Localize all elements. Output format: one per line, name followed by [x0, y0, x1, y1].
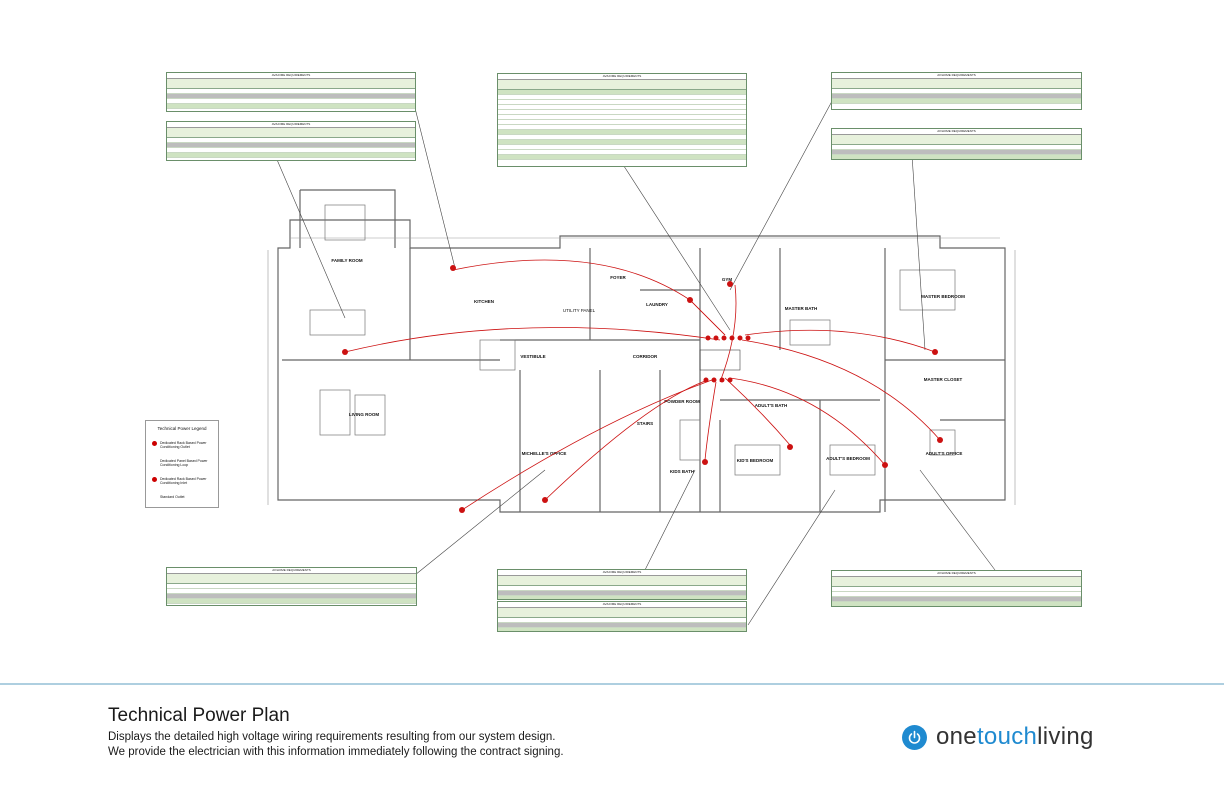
room-kids-bedroom: KID'S BEDROOM: [737, 458, 774, 463]
room-vestibule: VESTIBULE: [520, 354, 545, 359]
table-header: AV/HOME REQUIREMENTS: [832, 73, 1081, 79]
legend-item-rack-outlet: Dedicated Rack Based Power Conditioning …: [152, 441, 212, 449]
legend-title: Technical Power Legend: [157, 426, 207, 431]
room-corridor: CORRIDOR: [633, 354, 658, 359]
room-master-bath: MASTER BATH: [785, 306, 817, 311]
equipment-rack: [699, 349, 741, 371]
table-header: AV/HOME REQUIREMENTS: [498, 74, 746, 80]
room-family-room: FAMILY ROOM: [331, 258, 363, 263]
table-header: AV/HOME REQUIREMENTS: [167, 122, 415, 128]
power-icon: [902, 725, 927, 750]
room-adults-bath: ADULT'S BATH: [755, 403, 787, 408]
floor-plan: FAMILY ROOM KITCHEN FOYER LAUNDRY UTILIT…: [267, 89, 1016, 626]
requirements-table-adults-bedroom: AV/HOME REQUIREMENTS: [497, 601, 747, 632]
requirements-table-living-room: AV/HOME REQUIREMENTS: [166, 121, 416, 161]
legend-item-rack-inlet: Dedicated Rack Based Power Conditioning …: [152, 477, 212, 485]
table-header: AV/HOME REQUIREMENTS: [167, 73, 415, 79]
room-master-bedroom: MASTER BEDROOM: [921, 294, 965, 299]
footer-divider: [0, 683, 1224, 685]
callout-leaders: [274, 89, 996, 626]
table-header: AV/HOME REQUIREMENTS: [498, 602, 746, 608]
room-adults-bedroom: ADULT'S BEDROOM: [826, 456, 870, 461]
table-header: AV/HOME REQUIREMENTS: [167, 568, 416, 574]
requirements-table-master-bedroom: AV/HOME REQUIREMENTS: [831, 128, 1082, 160]
dimension-lines: [267, 237, 1016, 505]
requirements-table-equipment-rack: AV/HOME REQUIREMENTS: [497, 73, 747, 167]
description-line-2: We provide the electrician with this inf…: [108, 746, 564, 758]
room-laundry: LAUNDRY: [646, 302, 668, 307]
requirements-table-family-room: AV/HOME REQUIREMENTS: [166, 72, 416, 112]
outlets: [342, 265, 943, 513]
page-description: Displays the detailed high voltage wirin…: [108, 730, 564, 760]
room-utility-panel: UTILITY PANEL: [563, 308, 596, 313]
room-kitchen: KITCHEN: [474, 299, 494, 304]
inlet-icon: [152, 477, 157, 482]
room-michelles-office: MICHELLE'S OFFICE: [522, 451, 567, 456]
table-header: AV/HOME REQUIREMENTS: [832, 129, 1081, 135]
walls: [277, 189, 1006, 513]
page-title: Technical Power Plan: [108, 705, 290, 726]
room-master-closet: MASTER CLOSET: [924, 377, 963, 382]
table-header: AV/HOME REQUIREMENTS: [498, 570, 746, 576]
requirements-table-gym: AV/HOME REQUIREMENTS: [831, 72, 1082, 110]
room-gym: GYM: [722, 277, 733, 282]
room-stairs: STAIRS: [637, 421, 653, 426]
room-powder-room: POWDER ROOM: [664, 399, 700, 404]
requirements-table-adults-office: AV/HOME REQUIREMENTS: [831, 570, 1082, 607]
outlet-icon: [152, 441, 157, 446]
room-living-room: LIVING ROOM: [349, 412, 380, 417]
requirements-table-michelles-office: AV/HOME REQUIREMENTS: [166, 567, 417, 606]
requirements-table-kids-bedroom: AV/HOME REQUIREMENTS: [497, 569, 747, 600]
power-runs: [344, 259, 941, 511]
legend-item-standard-outlet: Standard Outlet: [160, 495, 185, 499]
room-foyer: FOYER: [610, 275, 626, 280]
legend-item-panel-loop: Dedicated Panel Based Power Conditioning…: [160, 459, 208, 467]
furniture: [309, 204, 956, 476]
brand-wordmark: onetouchliving: [936, 723, 1094, 750]
power-legend: Technical Power Legend Dedicated Rack Ba…: [145, 420, 219, 508]
room-kids-bath: KIDS BATH: [670, 469, 694, 474]
room-adults-office: ADULT'S OFFICE: [926, 451, 963, 456]
description-line-1: Displays the detailed high voltage wirin…: [108, 731, 556, 743]
table-header: AV/HOME REQUIREMENTS: [832, 571, 1081, 577]
